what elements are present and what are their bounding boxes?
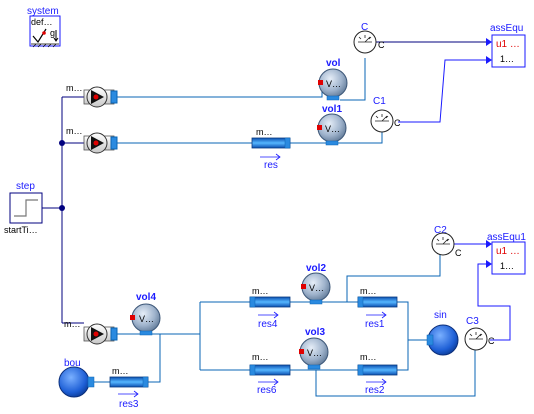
sin-label: sin [434,310,447,321]
volume-vol2[interactable]: vol2 V… [301,263,331,305]
flow-arrow-icon [258,311,279,319]
src-top-label: m… [66,83,83,93]
vol2-inner: V… [309,283,324,293]
res4-param: m… [252,286,269,296]
pipe-res1[interactable]: m… res1 [357,286,398,330]
junction-dot [59,205,65,211]
vol3-label: vol3 [305,327,325,338]
res3-label: res3 [119,399,139,410]
boundary-bou[interactable]: bou [58,358,95,398]
sensor-C-label: C [361,22,368,33]
flow-arrow-icon [118,390,139,398]
volume-vol[interactable]: vol V… [318,58,348,101]
gauge-icon [436,237,450,245]
step-param: startTi… [4,225,38,235]
vol1-inner: V… [325,124,340,134]
gauge-icon [375,114,389,122]
input-port-icon [486,260,492,268]
volume-vol4[interactable]: vol4 V… [130,292,161,336]
gauge-icon [358,35,372,43]
sensor-C1-port: C [394,118,401,128]
assEqu1-u1: u1 … [496,246,520,257]
src-low-label: m… [64,319,81,329]
flow-arrow-icon [366,378,387,386]
system-gravity-text: g [50,28,55,38]
sensor-C[interactable]: C C [353,22,385,54]
pipe-res3[interactable]: m… res3 [109,366,149,410]
mass-flow-source-mid[interactable]: m… [66,126,118,154]
res1-label: res1 [365,319,385,330]
bou-label: bou [64,358,81,369]
sensor-C1-label: C1 [373,96,386,107]
pipe-res4[interactable]: m… res4 [249,286,291,330]
res4-label: res4 [258,319,278,330]
assEqu-u2: 1… [500,54,514,64]
flow-arrow-icon [260,153,281,161]
input-port-icon [486,38,492,46]
step-waveform-icon [14,199,38,217]
assEqu-label: assEqu [490,23,523,34]
step-label: step [16,181,35,192]
res2-param: m… [360,352,377,362]
volume-vol3[interactable]: vol3 V… [299,327,329,370]
src-mid-label: m… [66,126,83,136]
red-dot-icon [42,31,46,35]
mass-flow-source-top[interactable]: m… [66,83,118,108]
res6-label: res6 [257,385,277,396]
sensor-C-port: C [378,40,385,50]
input-port-icon [486,56,492,64]
vol-inner: V… [326,79,341,89]
gauge-icon [469,332,483,340]
assEqu1-label: assEqu1 [487,232,526,243]
sensor-C2-label: C2 [434,225,447,236]
sensor-C2[interactable]: C2 C [431,225,462,258]
assEqu1-u2: 1… [500,261,514,271]
res1-param: m… [360,286,377,296]
assert-assEqu1[interactable]: assEqu1 u1 … 1… [486,232,526,275]
res6-param: m… [252,352,269,362]
res-label: res [264,160,278,171]
vol3-inner: V… [307,348,322,358]
fluid-connections [90,58,476,397]
flow-arrow-icon [366,311,387,319]
sensor-C1[interactable]: C1 C [370,96,401,133]
vol-label: vol [326,58,341,69]
assEqu-u1: u1 … [496,39,520,50]
sensor-C3[interactable]: C3 C [464,316,495,351]
junction-dot [59,140,65,146]
mass-flow-source-low[interactable]: m… [64,319,118,345]
vol1-label: vol1 [322,104,342,115]
step-block[interactable]: step startTi… [4,181,43,235]
vol4-label: vol4 [136,292,156,303]
pipe-res2[interactable]: m… res2 [357,352,398,396]
sensor-C2-port: C [455,248,462,258]
res2-label: res2 [365,385,385,396]
input-port-icon [486,240,492,248]
pipe-res[interactable]: m… res [251,127,291,171]
res3-param: m… [112,366,129,376]
system-block[interactable]: system def… g [27,6,61,48]
vol2-label: vol2 [306,263,326,274]
volume-vol1[interactable]: vol1 V… [317,104,347,146]
sensor-C3-port: C [488,336,495,346]
assert-assEqu[interactable]: assEqu u1 … 1… [486,23,526,68]
flow-arrow-icon [258,378,279,386]
boundary-sin[interactable]: sin [426,310,459,356]
gravity-arrow-icon [53,30,59,42]
res-param: m… [256,127,273,137]
system-defaults-text: def… [31,17,53,27]
sensor-C3-label: C3 [466,316,479,327]
ground-hatch-icon [31,43,59,48]
signal-wires [42,41,511,341]
pipe-res6[interactable]: m… res6 [249,352,291,396]
system-label: system [27,6,59,17]
vol4-inner: V… [139,314,154,324]
